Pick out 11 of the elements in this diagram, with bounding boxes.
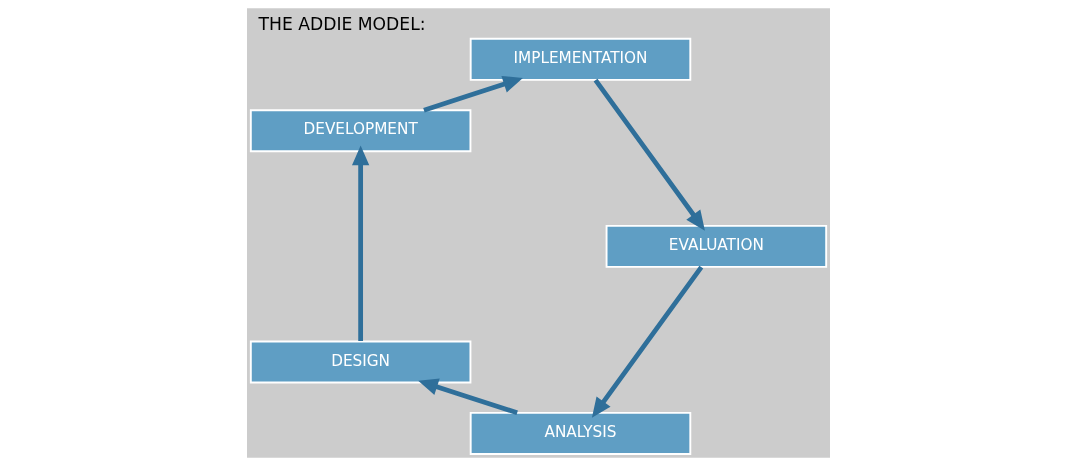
node-box: IMPLEMENTATION <box>469 37 692 81</box>
diagram-title: THE ADDIE MODEL: <box>258 13 426 34</box>
arrow <box>591 265 704 418</box>
node-box: EVALUATION <box>605 224 828 268</box>
node-box: DEVELOPMENT <box>249 109 472 153</box>
arrow <box>593 78 705 231</box>
node-box: ANALYSIS <box>469 411 692 455</box>
arrow <box>418 378 518 416</box>
arrow <box>423 75 523 113</box>
node-box: DESIGN <box>249 340 472 384</box>
arrow <box>351 145 370 342</box>
